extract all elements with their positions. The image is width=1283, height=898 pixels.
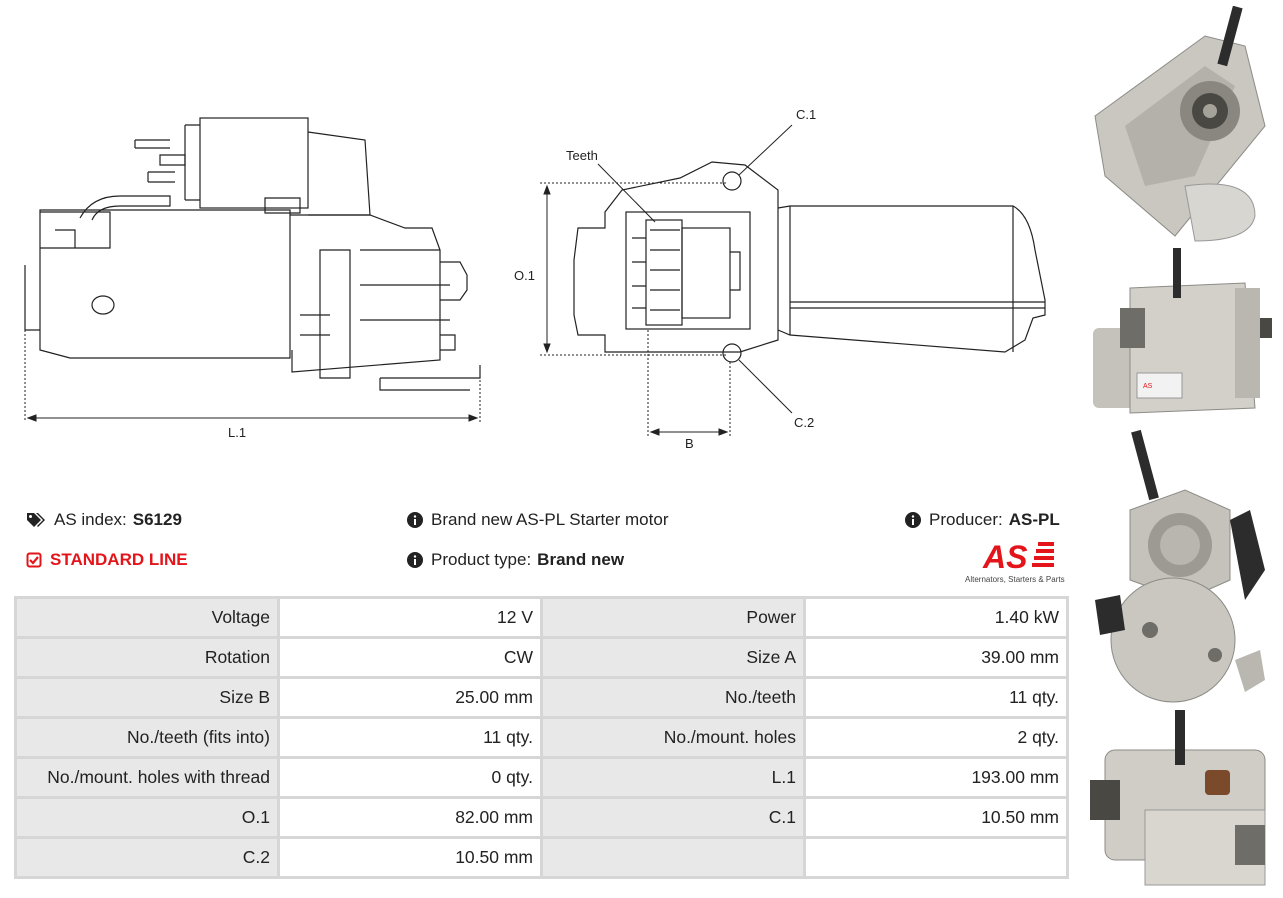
as-index-label: AS index:	[54, 510, 127, 529]
as-index: AS index: S6129	[26, 510, 182, 530]
as-logo-mark: AS	[982, 539, 1054, 575]
as-index-value: S6129	[132, 510, 182, 529]
product-photo-side: AS	[1093, 248, 1272, 414]
spec-label: No./teeth (fits into)	[14, 716, 280, 759]
table-row: No./teeth (fits into) 11 qty. No./mount.…	[14, 716, 1069, 759]
product-type: Product type: Brand new	[407, 550, 624, 570]
table-row: C.2 10.50 mm	[14, 836, 1069, 879]
product-photo-front	[1094, 6, 1266, 242]
info-circle-icon	[407, 512, 423, 528]
spec-label: Rotation	[14, 636, 280, 679]
b-label: B	[685, 436, 694, 451]
producer-label: Producer:	[929, 510, 1003, 529]
tags-icon	[27, 513, 45, 527]
spec-value	[803, 836, 1069, 879]
spec-label: Power	[540, 596, 806, 639]
spec-label: Voltage	[14, 596, 280, 639]
side-view-drawing	[24, 117, 481, 391]
spec-label: O.1	[14, 796, 280, 839]
logo-subtitle: Alternators, Starters & Parts	[965, 575, 1065, 584]
table-row: Rotation CW Size A 39.00 mm	[14, 636, 1069, 679]
spec-label: Size B	[14, 676, 280, 719]
info-circle-icon	[905, 512, 921, 528]
spec-label: Size A	[540, 636, 806, 679]
product-type-value: Brand new	[537, 550, 625, 569]
description-text: Brand new AS-PL Starter motor	[431, 510, 669, 529]
c2-label: C.2	[794, 415, 814, 430]
table-row: Voltage 12 V Power 1.40 kW	[14, 596, 1069, 639]
spec-value: 1.40 kW	[803, 596, 1069, 639]
front-view-dimensions	[540, 124, 793, 436]
spec-label: No./mount. holes with thread	[14, 756, 280, 799]
spec-label: No./mount. holes	[540, 716, 806, 759]
l1-dimension-line	[24, 330, 481, 422]
spec-value: 10.50 mm	[277, 836, 543, 879]
table-row: No./mount. holes with thread 0 qty. L.1 …	[14, 756, 1069, 799]
as-pl-logo: AS Alternators, Starters & Parts	[965, 538, 1068, 584]
spec-value: 82.00 mm	[277, 796, 543, 839]
check-square-icon	[26, 552, 42, 568]
spec-value: 12 V	[277, 596, 543, 639]
description: Brand new AS-PL Starter motor	[407, 510, 668, 530]
technical-drawing: L.1 O.1 B C.1 C.2 Teeth	[24, 107, 1046, 451]
product-photo-top	[1090, 710, 1266, 886]
spec-value: 11 qty.	[803, 676, 1069, 719]
spec-value: 193.00 mm	[803, 756, 1069, 799]
standard-line-label: STANDARD LINE	[50, 550, 188, 569]
spec-label	[540, 836, 806, 879]
svg-text:AS: AS	[1143, 383, 1153, 390]
table-row: O.1 82.00 mm C.1 10.50 mm	[14, 796, 1069, 839]
o1-label: O.1	[514, 268, 535, 283]
spec-value: CW	[277, 636, 543, 679]
spec-label: C.2	[14, 836, 280, 879]
table-row: Size B 25.00 mm No./teeth 11 qty.	[14, 676, 1069, 719]
spec-value: 2 qty.	[803, 716, 1069, 759]
standard-line-badge: STANDARD LINE	[26, 550, 188, 570]
svg-text:AS: AS	[982, 539, 1028, 570]
info-circle-icon	[407, 552, 423, 568]
spec-value: 25.00 mm	[277, 676, 543, 719]
c1-label: C.1	[796, 107, 816, 122]
spec-label: L.1	[540, 756, 806, 799]
spec-value: 0 qty.	[277, 756, 543, 799]
product-type-label: Product type:	[431, 550, 532, 569]
l1-label: L.1	[228, 425, 246, 440]
teeth-label: Teeth	[566, 148, 598, 163]
spec-label: C.1	[540, 796, 806, 839]
producer-value: AS-PL	[1008, 510, 1060, 529]
spec-label: No./teeth	[540, 676, 806, 719]
front-view-drawing	[573, 161, 1046, 363]
producer: Producer: AS-PL	[905, 510, 1060, 530]
specifications-table: Voltage 12 V Power 1.40 kW Rotation CW S…	[14, 596, 1069, 879]
product-photo-rear	[1095, 430, 1265, 703]
spec-value: 39.00 mm	[803, 636, 1069, 679]
spec-value: 10.50 mm	[803, 796, 1069, 839]
spec-value: 11 qty.	[277, 716, 543, 759]
